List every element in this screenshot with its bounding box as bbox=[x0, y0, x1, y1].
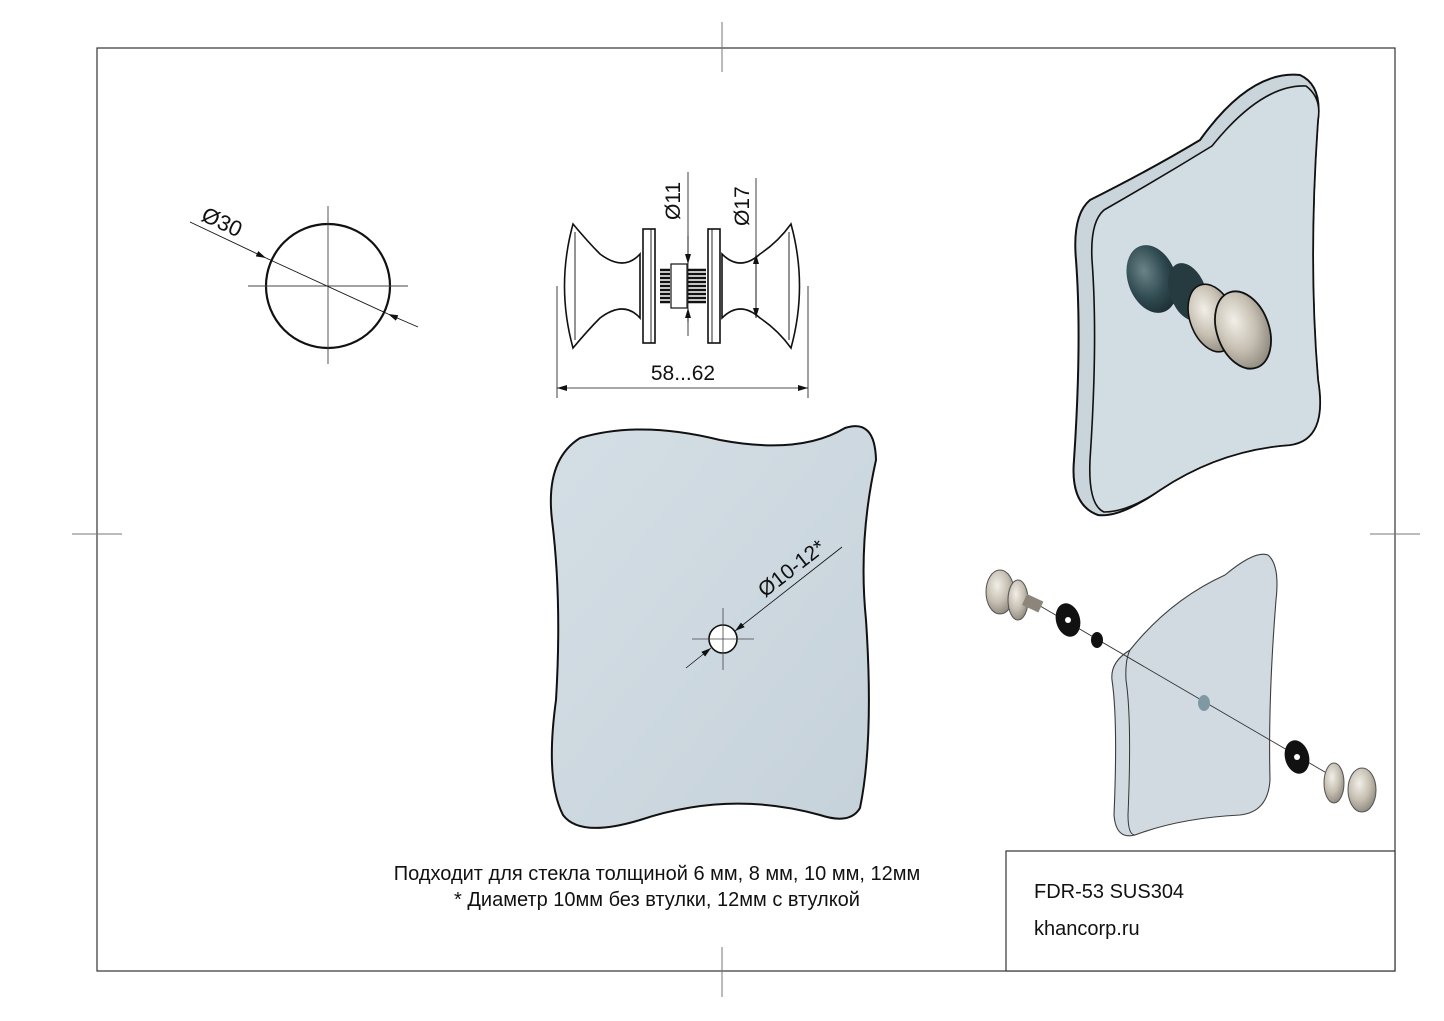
glass-panel-view: Ø10-12* bbox=[549, 425, 878, 829]
outer-knob-head bbox=[1214, 290, 1272, 370]
knob-front-view: Ø30 bbox=[189, 202, 419, 364]
inner-knob bbox=[1126, 245, 1178, 313]
footnote: * Диаметр 10мм без втулки, 12мм с втулко… bbox=[454, 889, 860, 911]
overall-length-label: 58...62 bbox=[651, 362, 715, 385]
knob-side-view bbox=[556, 172, 809, 398]
thread-stud bbox=[1022, 594, 1044, 613]
isometric-assembled-view bbox=[1072, 73, 1322, 517]
website: khancorp.ru bbox=[1034, 918, 1140, 940]
drawing-frame bbox=[72, 22, 1420, 997]
knob-right-head bbox=[1347, 767, 1377, 813]
knob-diameter-label: Ø30 bbox=[198, 202, 246, 242]
glass-thickness-note: Подходит для стекла толщиной 6 мм, 8 мм,… bbox=[393, 863, 921, 885]
neck-diameter-label: Ø17 bbox=[731, 186, 754, 226]
thread bbox=[660, 263, 706, 309]
title-block bbox=[1005, 850, 1396, 972]
isometric-exploded-view bbox=[985, 553, 1377, 837]
glass-hole bbox=[1198, 695, 1210, 711]
product-code: FDR-53 SUS304 bbox=[1034, 881, 1185, 903]
knob-right-base bbox=[1323, 762, 1345, 804]
sleeve-bushing bbox=[1091, 632, 1103, 648]
axis-line bbox=[1034, 602, 1331, 776]
thread-diameter-label: Ø11 bbox=[662, 182, 685, 220]
